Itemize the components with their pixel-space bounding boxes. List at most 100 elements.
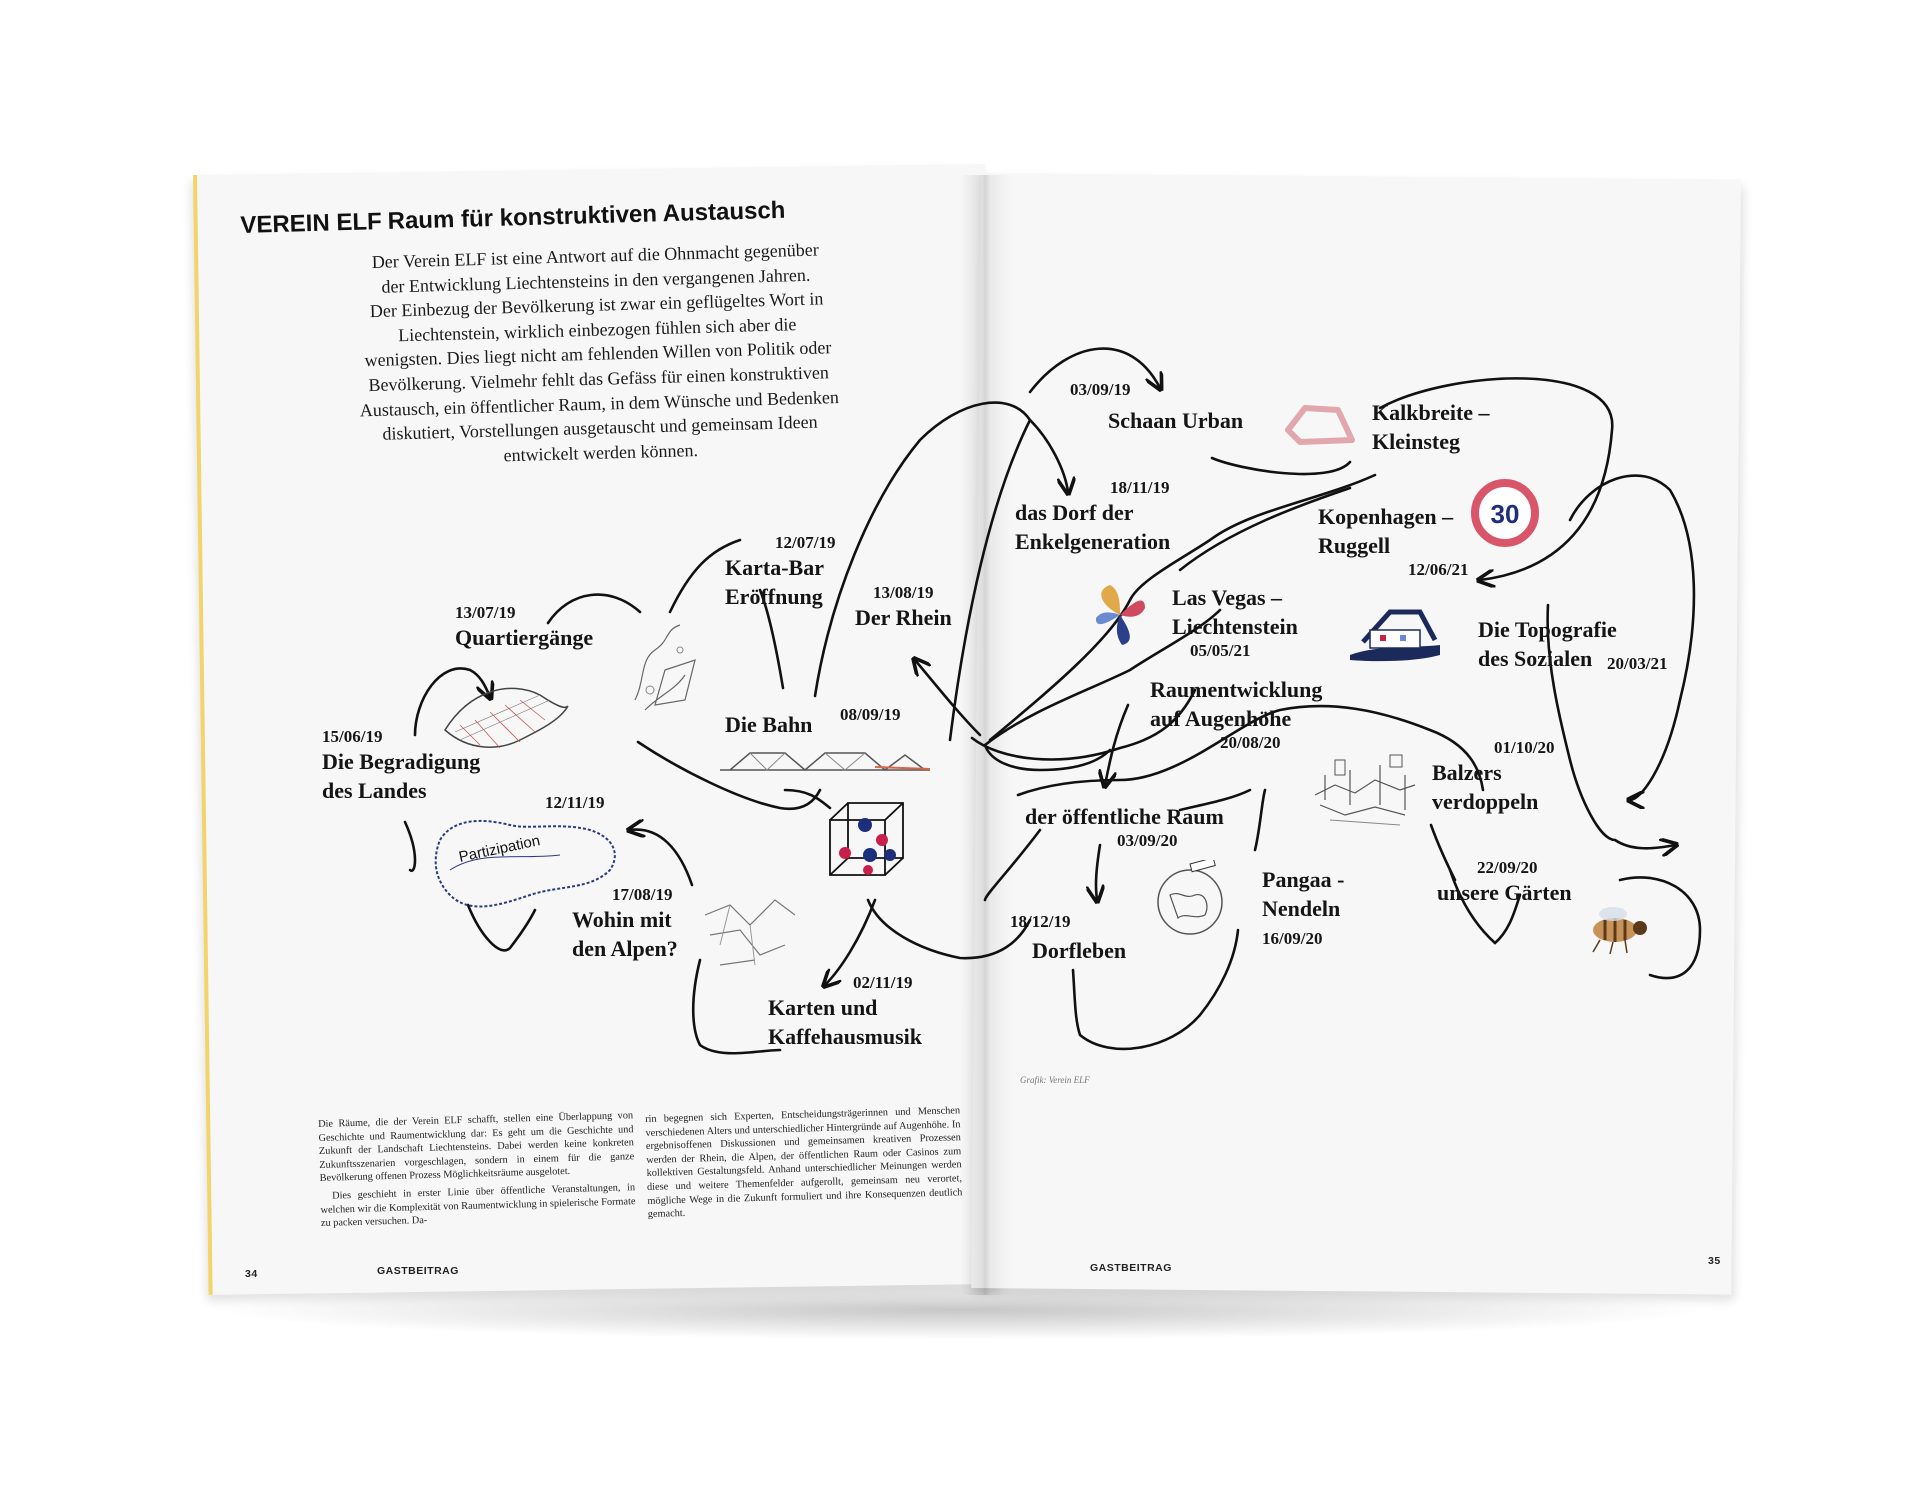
node-title: Eröffnung bbox=[725, 584, 823, 609]
node-kopenhagen: Kopenhagen – Ruggell 12/06/21 bbox=[1318, 502, 1468, 580]
node-schaan-urban: 03/09/19 Schaan Urban bbox=[1070, 380, 1243, 435]
node-title: Der Rhein bbox=[855, 605, 952, 630]
node-balzers: 01/10/20 Balzers verdoppeln bbox=[1432, 738, 1554, 816]
arrow bbox=[1568, 474, 1696, 800]
arrow bbox=[1253, 788, 1267, 852]
arrow bbox=[1071, 928, 1240, 1051]
node-date: 22/09/20 bbox=[1477, 858, 1538, 877]
arrow bbox=[866, 898, 1032, 960]
node-date: 13/07/19 bbox=[455, 603, 516, 622]
city-sketch-icon bbox=[1314, 754, 1416, 826]
node-date: 16/09/20 bbox=[1262, 929, 1323, 948]
node-title: auf Augenhöhe bbox=[1150, 706, 1292, 731]
arrow bbox=[1105, 703, 1130, 785]
house-roof-icon bbox=[1350, 609, 1440, 662]
node-title: Kaffehausmusik bbox=[768, 1024, 923, 1049]
arrow bbox=[970, 688, 1197, 761]
node-date: 03/09/19 bbox=[1070, 380, 1131, 399]
arrow bbox=[668, 538, 742, 614]
node-title: Balzers bbox=[1432, 760, 1502, 785]
speed-30-sign-icon: 30 bbox=[1471, 479, 1539, 547]
node-title: Liechtenstein bbox=[1172, 614, 1298, 639]
arrow bbox=[466, 903, 537, 952]
node-title: der öffentliche Raum bbox=[1025, 804, 1224, 829]
node-title: Die Bahn bbox=[725, 712, 813, 737]
partizipation-date: 12/11/19 bbox=[545, 793, 605, 812]
arrow bbox=[1546, 603, 1675, 848]
node-date: 12/06/21 bbox=[1408, 560, 1469, 579]
node-date: 17/08/19 bbox=[612, 885, 673, 904]
node-title: Kopenhagen – bbox=[1318, 504, 1454, 529]
sketch-map-icon bbox=[634, 624, 696, 711]
node-date: 12/07/19 bbox=[775, 533, 836, 552]
node-title: Kalkbreite – bbox=[1372, 400, 1490, 425]
node-title: Quartiergänge bbox=[455, 625, 594, 650]
node-title: Ruggell bbox=[1318, 533, 1391, 558]
body-column-2: rin begegnen sich Experten, Entscheidung… bbox=[645, 1104, 963, 1226]
node-date: 03/09/20 bbox=[1117, 831, 1178, 850]
arrow bbox=[1429, 823, 1457, 882]
spine-gutter bbox=[960, 175, 1010, 1295]
landscape-drawing-icon bbox=[444, 687, 569, 749]
node-topografie: Die Topografie des Sozialen bbox=[1478, 615, 1617, 673]
node-bahn-date: 08/09/19 bbox=[840, 705, 901, 724]
bee-icon bbox=[1592, 907, 1647, 955]
node-title: Raumentwicklung bbox=[1150, 677, 1323, 702]
partizipation-map-icon: Partizipation bbox=[434, 819, 616, 908]
node-title: Karta-Bar bbox=[725, 555, 824, 580]
body-paragraph: Die Räume, die der Verein ELF schafft, s… bbox=[318, 1110, 635, 1185]
arrow bbox=[825, 898, 877, 985]
fan-pattern-icon bbox=[1095, 585, 1145, 645]
arrow bbox=[1028, 347, 1160, 392]
node-title: Die Topografie bbox=[1478, 617, 1617, 642]
graphic-credit: Grafik: Verein ELF bbox=[1020, 1075, 1090, 1085]
arrow bbox=[1618, 876, 1702, 980]
node-title: verdoppeln bbox=[1432, 789, 1539, 814]
body-paragraph: rin begegnen sich Experten, Entscheidung… bbox=[645, 1105, 963, 1221]
arrow bbox=[1128, 473, 1377, 602]
bridge-truss-icon bbox=[720, 752, 931, 771]
globe-sketch-icon bbox=[1157, 860, 1223, 935]
arrow bbox=[758, 588, 785, 690]
node-title: Schaan Urban bbox=[1108, 408, 1244, 433]
node-title: Wohin mit bbox=[572, 907, 672, 932]
node-title: Pangaa - bbox=[1262, 867, 1345, 892]
page-number-right: 35 bbox=[1708, 1255, 1721, 1267]
node-title: des Sozialen bbox=[1478, 646, 1593, 671]
node-title: Nendeln bbox=[1262, 896, 1341, 921]
node-title: unsere Gärten bbox=[1437, 880, 1572, 905]
section-label-right: GASTBEITRAG bbox=[1090, 1262, 1172, 1274]
arrow bbox=[630, 830, 694, 887]
node-karta-bar: 12/07/19 Karta-Bar Eröffnung bbox=[725, 533, 835, 611]
arrow bbox=[1210, 456, 1352, 476]
partizipation-label: Partizipation bbox=[457, 832, 541, 866]
arrow bbox=[948, 418, 1032, 742]
arrow bbox=[1178, 486, 1352, 572]
node-pangaa: Pangaa - Nendeln 16/09/20 bbox=[1262, 865, 1345, 949]
arrow bbox=[1178, 788, 1252, 812]
node-title: den Alpen? bbox=[572, 936, 678, 961]
node-date: 13/08/19 bbox=[873, 583, 934, 602]
section-label-left: GASTBEITRAG bbox=[377, 1265, 459, 1277]
arrow bbox=[1448, 868, 1522, 945]
node-date: 02/11/19 bbox=[853, 973, 913, 992]
arrow bbox=[983, 743, 1112, 772]
node-date: 18/12/19 bbox=[1010, 912, 1071, 931]
arrow bbox=[813, 401, 1068, 698]
node-date: 18/11/19 bbox=[1110, 478, 1170, 497]
node-title: Karten und bbox=[768, 995, 878, 1020]
speed-sign-text: 30 bbox=[1491, 499, 1520, 529]
node-quartiergaenge: 13/07/19 Quartiergänge bbox=[455, 603, 593, 652]
node-date: 05/05/21 bbox=[1190, 641, 1251, 660]
arrow bbox=[413, 667, 490, 737]
node-title: Enkelgeneration bbox=[1015, 529, 1171, 554]
node-title: das Dorf der bbox=[1015, 500, 1134, 525]
body-column-1: Die Räume, die der Verein ELF schafft, s… bbox=[318, 1109, 636, 1234]
arrow bbox=[783, 788, 832, 810]
body-paragraph: Dies geschieht in erster Linie über öffe… bbox=[320, 1182, 636, 1230]
node-title: Kleinsteg bbox=[1372, 429, 1460, 454]
node-begradigung: 15/06/19 Die Begradigung des Landes bbox=[322, 727, 480, 805]
node-kalkbreite: Kalkbreite – Kleinsteg bbox=[1372, 398, 1490, 456]
arrow bbox=[983, 608, 1222, 747]
